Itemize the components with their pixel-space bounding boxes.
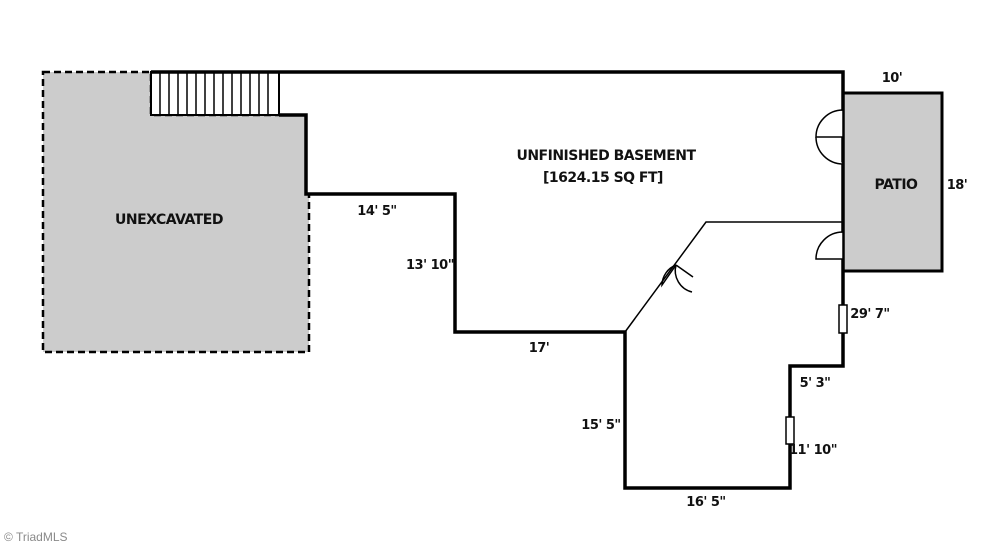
dim-13-10: 13' 10" (406, 258, 454, 273)
unexcavated-label: UNEXCAVATED (115, 212, 223, 228)
stairs (150, 71, 280, 116)
dim-patio-depth: 18' (947, 178, 968, 193)
watermark: © TriadMLS (4, 530, 68, 544)
dim-14-5: 14' 5" (357, 204, 396, 219)
dim-17: 17' (529, 341, 550, 356)
dim-11-10: 11' 10" (789, 443, 837, 458)
basement-area: [1624.15 SQ FT] (543, 170, 663, 186)
patio-area (841, 91, 944, 273)
dim-patio-width: 10' (882, 71, 903, 86)
dim-15-5: 15' 5" (581, 418, 620, 433)
patio-label: PATIO (875, 177, 918, 193)
door-swings (661, 109, 844, 293)
interior-partition (624, 221, 843, 333)
dim-16-5: 16' 5" (686, 495, 725, 510)
basement-title: UNFINISHED BASEMENT (516, 148, 696, 164)
dim-29-7: 29' 7" (850, 307, 889, 322)
dim-5-3: 5' 3" (800, 376, 831, 391)
windows (785, 304, 848, 445)
